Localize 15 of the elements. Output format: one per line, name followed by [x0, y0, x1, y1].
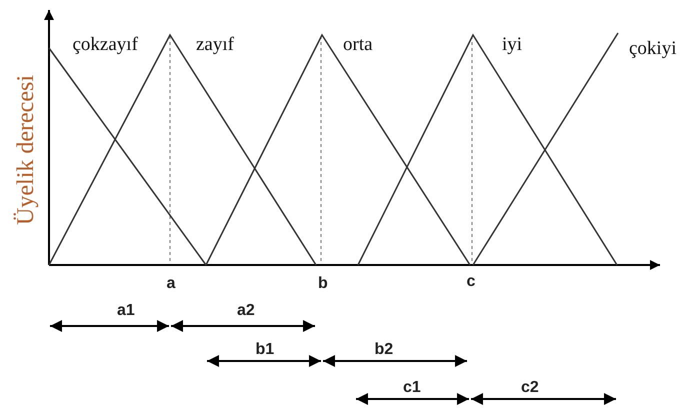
curve-label: iyi [502, 34, 522, 54]
tick-label: c [466, 274, 476, 290]
tick-label: b [318, 276, 328, 292]
tick-label: a [166, 276, 176, 292]
axis-title: Üyelik derecesi [14, 75, 38, 225]
dimension-label: c2 [521, 380, 539, 396]
curve-label: zayıf [196, 34, 234, 54]
dimension-label: c1 [403, 380, 421, 396]
curve-label: çokiyi [629, 38, 676, 58]
curve-label: orta [343, 34, 373, 54]
curve-label: çokzayıf [72, 34, 138, 54]
dimension-label: b1 [256, 342, 274, 358]
dimension-label: a1 [117, 303, 135, 319]
dimension-label: a2 [237, 303, 255, 319]
dimension-label: b2 [374, 342, 394, 358]
